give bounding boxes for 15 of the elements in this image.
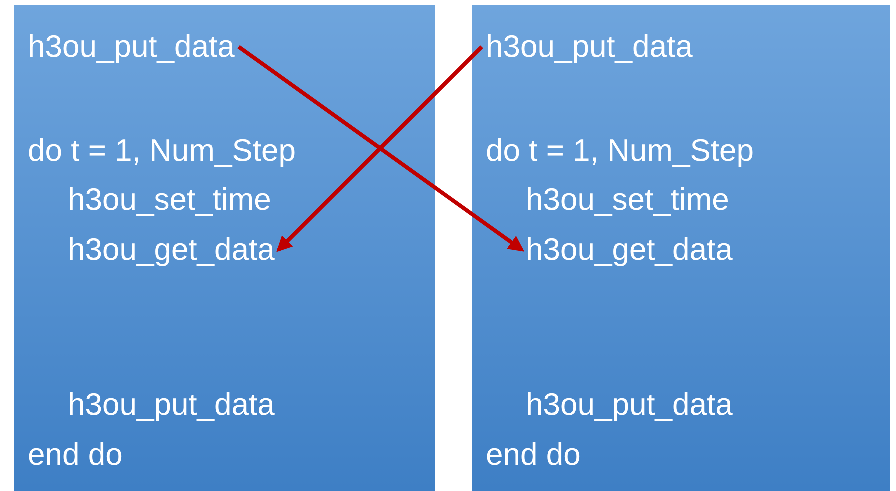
code-line: h3ou_put_data: [68, 387, 275, 423]
code-line: h3ou_set_time: [526, 182, 730, 218]
code-line: end do: [486, 437, 581, 473]
code-line: end do: [28, 437, 123, 473]
code-line: h3ou_set_time: [68, 182, 272, 218]
code-line: h3ou_get_data: [526, 232, 733, 268]
code-line: h3ou_get_data: [68, 232, 275, 268]
code-line: h3ou_put_data: [486, 29, 693, 65]
code-panel: [14, 5, 435, 491]
code-panel: [472, 5, 890, 491]
code-line: h3ou_put_data: [28, 29, 235, 65]
arrow: [238, 45, 525, 252]
code-line: do t = 1, Num_Step: [486, 133, 754, 169]
code-line: h3ou_put_data: [526, 387, 733, 423]
code-line: do t = 1, Num_Step: [28, 133, 296, 169]
